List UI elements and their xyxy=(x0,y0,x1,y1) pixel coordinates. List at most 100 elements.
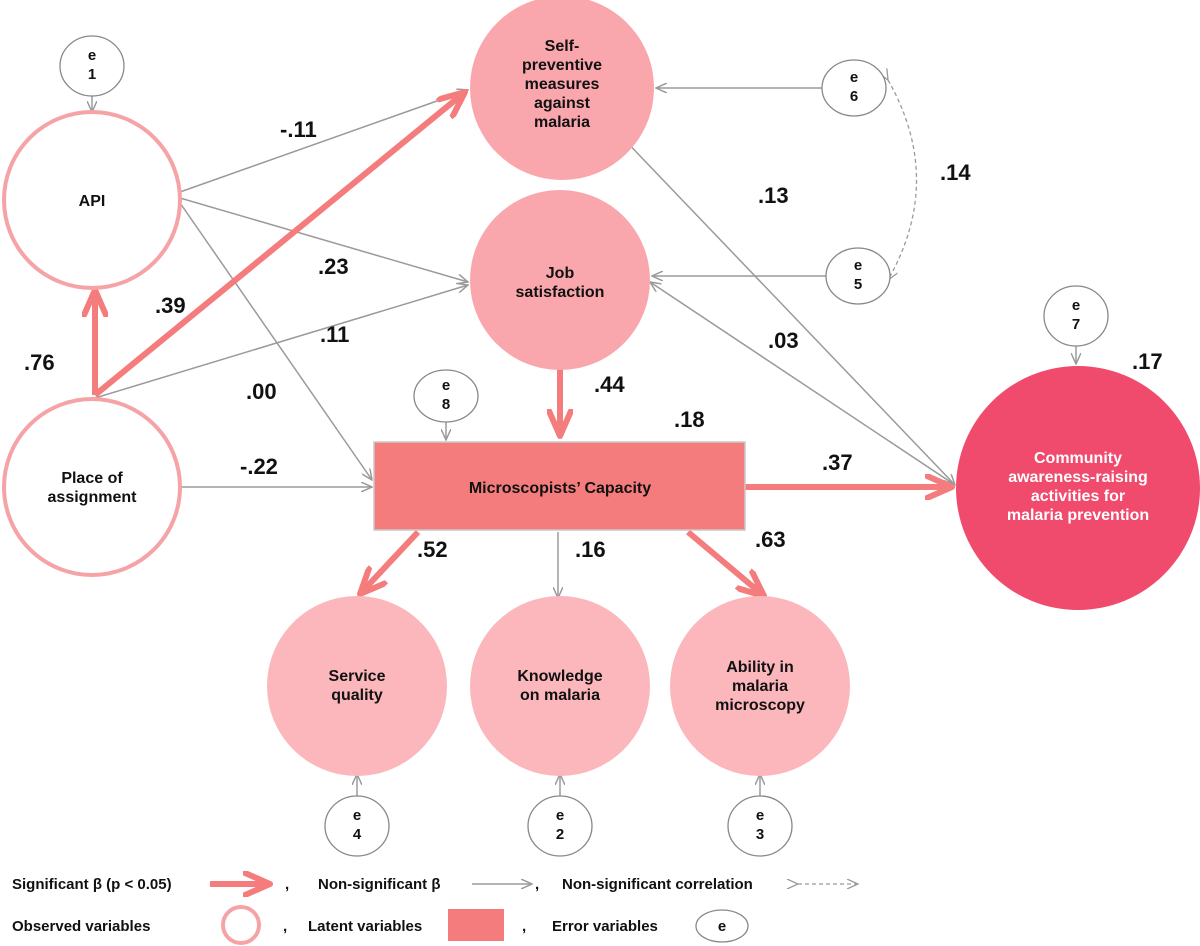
node-knowledge-line-2: on malaria xyxy=(520,687,600,704)
node-knowledge-line-1: Knowledge xyxy=(517,668,602,685)
node-place-line-2: assignment xyxy=(48,489,138,506)
error-e3-top: e xyxy=(756,807,764,824)
non-significant-paths xyxy=(92,80,1076,796)
path-self-to-community xyxy=(597,111,955,485)
node-service-line-2: quality xyxy=(331,687,383,704)
error-e4-num: 4 xyxy=(353,826,362,843)
legend-error-label: Error variables xyxy=(552,918,658,935)
node-service-quality: Service quality xyxy=(267,596,447,776)
coef-place-to-self: .39 xyxy=(155,293,186,318)
legend-comma-3: , xyxy=(283,918,287,935)
path-job-to-community xyxy=(650,282,956,486)
legend-observed-label: Observed variables xyxy=(12,918,150,935)
corr-e6-e5-value: .14 xyxy=(940,160,971,185)
node-ability-line-3: microscopy xyxy=(715,697,805,714)
node-capacity-label: Microscopists’ Capacity xyxy=(469,480,651,497)
legend-comma-4: , xyxy=(522,918,526,935)
coef-place-to-api: .76 xyxy=(24,350,55,375)
r2-capacity: .18 xyxy=(674,407,705,432)
error-e1-top: e xyxy=(88,47,96,64)
error-e2-top: e xyxy=(556,807,564,824)
node-self-line-2: preventive xyxy=(522,57,602,74)
node-community-line-3: activities for xyxy=(1031,488,1125,505)
coef-job-to-community: .03 xyxy=(768,328,799,353)
coef-place-to-capacity: -.22 xyxy=(240,454,278,479)
error-e6: e 6 xyxy=(821,59,887,117)
coef-api-to-job: .23 xyxy=(318,254,349,279)
legend-comma-1: , xyxy=(285,876,289,893)
path-api-to-capacity xyxy=(177,199,372,480)
node-place-line-1: Place of xyxy=(61,470,123,487)
node-community-awareness: Community awareness-raising activities f… xyxy=(956,366,1200,610)
corr-e6-e5 xyxy=(888,80,918,280)
node-job-line-1: Job xyxy=(546,265,575,282)
node-self-line-3: measures xyxy=(525,76,600,93)
path-place-to-job xyxy=(94,285,468,399)
error-e4: e 4 xyxy=(324,795,390,857)
node-place-of-assignment: Place of assignment xyxy=(2,397,182,577)
coef-capacity-to-community: .37 xyxy=(822,450,853,475)
error-e7-num: 7 xyxy=(1072,316,1080,333)
significant-paths xyxy=(95,92,952,596)
node-job-line-2: satisfaction xyxy=(516,284,605,301)
coef-self-to-community: .13 xyxy=(758,183,789,208)
node-ability-line-2: malaria xyxy=(732,678,788,695)
error-e3-num: 3 xyxy=(756,826,764,843)
legend: Significant β (p < 0.05) , Non-significa… xyxy=(12,876,858,945)
error-e6-num: 6 xyxy=(850,88,858,105)
node-api: API xyxy=(2,110,182,290)
error-e4-top: e xyxy=(353,807,361,824)
node-job-satisfaction: Job satisfaction xyxy=(470,190,650,370)
node-community-line-2: awareness-raising xyxy=(1008,469,1148,486)
node-self-line-1: Self- xyxy=(545,38,580,55)
legend-significant-label: Significant β (p < 0.05) xyxy=(12,876,172,893)
error-e7-top: e xyxy=(1072,297,1080,314)
error-e2: e 2 xyxy=(527,795,593,857)
node-microscopists-capacity: Microscopists’ Capacity xyxy=(373,441,746,531)
legend-error-symbol xyxy=(695,909,749,943)
path-capacity-to-service xyxy=(360,529,421,594)
error-e8: e 8 xyxy=(413,369,479,423)
node-ability-microscopy: Ability in malaria microscopy xyxy=(670,596,850,776)
coef-api-to-capacity: .00 xyxy=(246,379,277,404)
legend-non-significant-label: Non-significant β xyxy=(318,876,440,893)
r2-community: .17 xyxy=(1132,349,1163,374)
error-e6-top: e xyxy=(850,69,858,86)
legend-latent-label: Latent variables xyxy=(308,918,422,935)
path-api-to-self xyxy=(179,90,468,193)
coef-api-to-self: -.11 xyxy=(280,117,317,142)
node-service-line-1: Service xyxy=(329,668,386,685)
coef-capacity-to-knowledge: .16 xyxy=(575,537,606,562)
error-e2-num: 2 xyxy=(556,826,564,843)
error-e7: e 7 xyxy=(1043,285,1109,347)
node-self-preventive: Self- preventive measures against malari… xyxy=(470,0,654,180)
legend-non-sig-corr-label: Non-significant correlation xyxy=(562,876,753,893)
node-community-line-4: malaria prevention xyxy=(1007,507,1149,524)
node-community-line-1: Community xyxy=(1034,450,1122,467)
node-self-line-5: malaria xyxy=(534,114,590,131)
path-place-to-self xyxy=(93,92,465,398)
legend-observed-symbol xyxy=(221,905,261,945)
path-coefficients: -.11 .39 .76 .23 .11 .00 -.22 .44 .18 .1… xyxy=(24,117,1163,562)
legend-error-symbol-text: e xyxy=(718,918,726,935)
coef-capacity-to-ability: .63 xyxy=(755,527,786,552)
path-capacity-to-ability xyxy=(686,529,764,596)
error-e3: e 3 xyxy=(727,795,793,857)
error-e1: e 1 xyxy=(59,35,125,97)
coef-capacity-to-service: .52 xyxy=(417,537,448,562)
path-api-to-job xyxy=(179,197,468,282)
coef-job-to-capacity: .44 xyxy=(594,372,625,397)
error-e1-num: 1 xyxy=(88,66,96,83)
error-e5: e 5 xyxy=(825,247,891,305)
node-api-label: API xyxy=(79,193,106,210)
legend-comma-2: , xyxy=(535,876,539,893)
error-e5-top: e xyxy=(854,257,862,274)
node-self-line-4: against xyxy=(534,95,591,112)
node-ability-line-1: Ability in xyxy=(726,659,794,676)
legend-latent-symbol xyxy=(448,909,504,941)
error-e8-num: 8 xyxy=(442,396,450,413)
coef-place-to-job: .11 xyxy=(320,322,349,347)
node-knowledge-on-malaria: Knowledge on malaria xyxy=(470,596,650,776)
error-e8-top: e xyxy=(442,377,450,394)
